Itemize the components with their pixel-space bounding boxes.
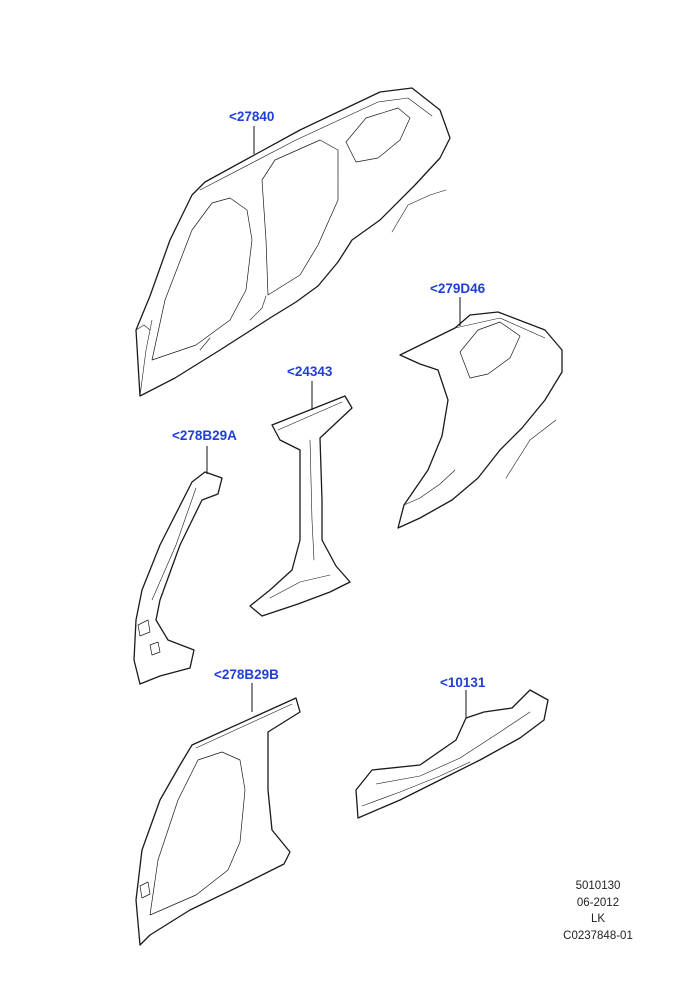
a-pillar-inner[interactable] <box>133 471 223 685</box>
callout-24343[interactable]: <24343 <box>287 364 333 379</box>
sill-panel[interactable] <box>355 689 549 819</box>
footer-drawing-id: C0237848-01 <box>563 929 633 942</box>
front-door-aperture-inner[interactable] <box>135 697 301 946</box>
callout-10131[interactable]: <10131 <box>440 675 486 690</box>
body-side-outer-panel[interactable] <box>135 87 451 397</box>
callout-279D46[interactable]: <279D46 <box>430 281 486 296</box>
b-pillar-reinforcement[interactable] <box>249 395 353 617</box>
callout-278B29B[interactable]: <278B29B <box>214 667 279 682</box>
callout-278B29A[interactable]: <278B29A <box>172 428 237 443</box>
footer-date: 06-2012 <box>576 896 620 909</box>
footer-code: 5010130 <box>575 880 621 892</box>
footer-model: LK <box>590 913 606 925</box>
callout-27840[interactable]: <27840 <box>229 109 275 124</box>
drawing-reference-block: 5010130 06-2012 LK C0237848-01 <box>548 878 648 944</box>
rear-quarter-panel[interactable] <box>397 311 563 529</box>
